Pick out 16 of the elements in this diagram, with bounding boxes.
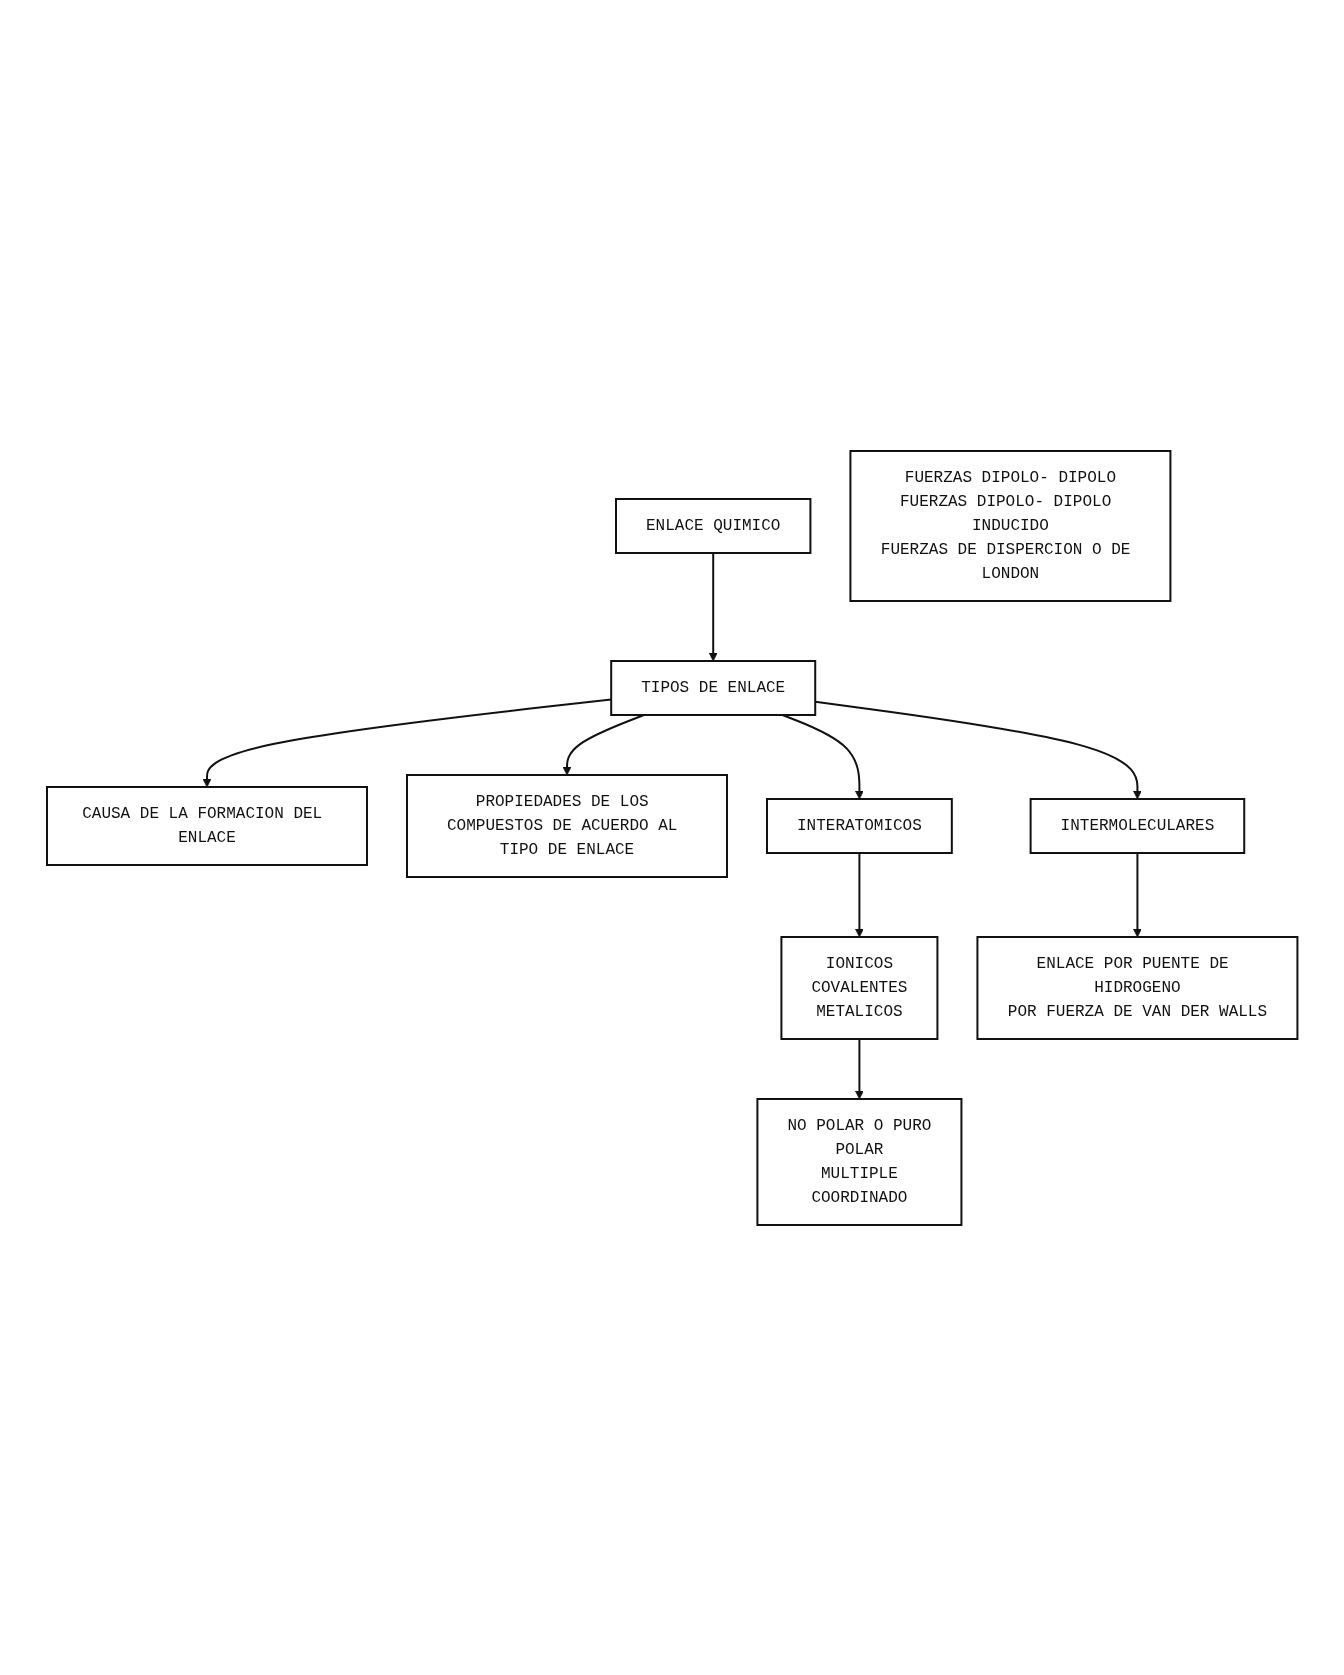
node-box: IONICOS COVALENTES METALICOS — [780, 935, 939, 1040]
node-box: ENLACE QUIMICO — [614, 497, 812, 554]
node-box: TIPOS DE ENLACE — [609, 659, 816, 716]
arrow — [708, 551, 718, 661]
node-box: INTERATOMICOS — [765, 797, 953, 854]
node-box: PROPIEDADES DE LOS COMPUESTOS DE ACUERDO AL TIPO DE ENLACE — [405, 773, 728, 878]
node-box: ENLACE POR PUENTE DE HIDROGENO POR FUERZA DE VAN DER WALLS — [976, 935, 1299, 1040]
node-box: INTERMOLECULARES — [1029, 797, 1245, 854]
node-box: FUERZAS DIPOLO- DIPOLO FUERZAS DIPOLO- DIPOLO INDUCIDO FUERZAS DE DISPERCION O DE LONDON — [849, 449, 1172, 602]
node-box: NO POLAR O PURO POLAR MULTIPLE COORDINADO — [756, 1097, 963, 1226]
node-box: CAUSA DE LA FORMACION DEL ENLACE — [45, 785, 368, 866]
arrow — [781, 713, 864, 799]
arrow — [1132, 851, 1142, 937]
arrow — [562, 713, 645, 775]
arrow — [854, 1037, 864, 1099]
arrow — [854, 851, 864, 937]
